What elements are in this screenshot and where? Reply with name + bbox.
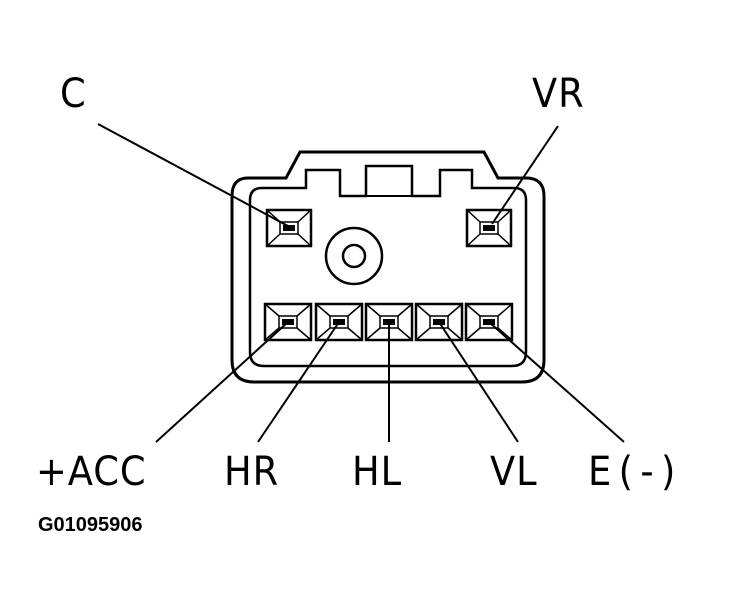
leader-line-acc <box>155 321 289 443</box>
leader-line-vl <box>438 321 519 443</box>
terminal-c <box>265 208 313 248</box>
label-vl: VL <box>490 449 538 495</box>
label-e: E(-) <box>588 449 683 495</box>
connector-housing-outer <box>230 150 546 384</box>
center-boss-outer <box>324 226 384 286</box>
figure-id: G01095906 <box>38 514 143 536</box>
label-hl: HL <box>352 449 403 495</box>
center-boss-inner <box>341 243 367 269</box>
label-hr: HR <box>224 449 280 495</box>
connector-housing-inner <box>248 164 528 368</box>
label-acc: +ACC <box>36 449 147 495</box>
label-vr: VR <box>532 71 585 117</box>
leader-line-e <box>488 321 625 443</box>
label-c: C <box>60 71 87 117</box>
leader-line-c <box>97 123 289 227</box>
latch-slot <box>365 165 413 197</box>
leader-line-vr <box>491 125 559 225</box>
terminal-vr <box>465 208 513 248</box>
leader-line-hr <box>257 321 340 443</box>
